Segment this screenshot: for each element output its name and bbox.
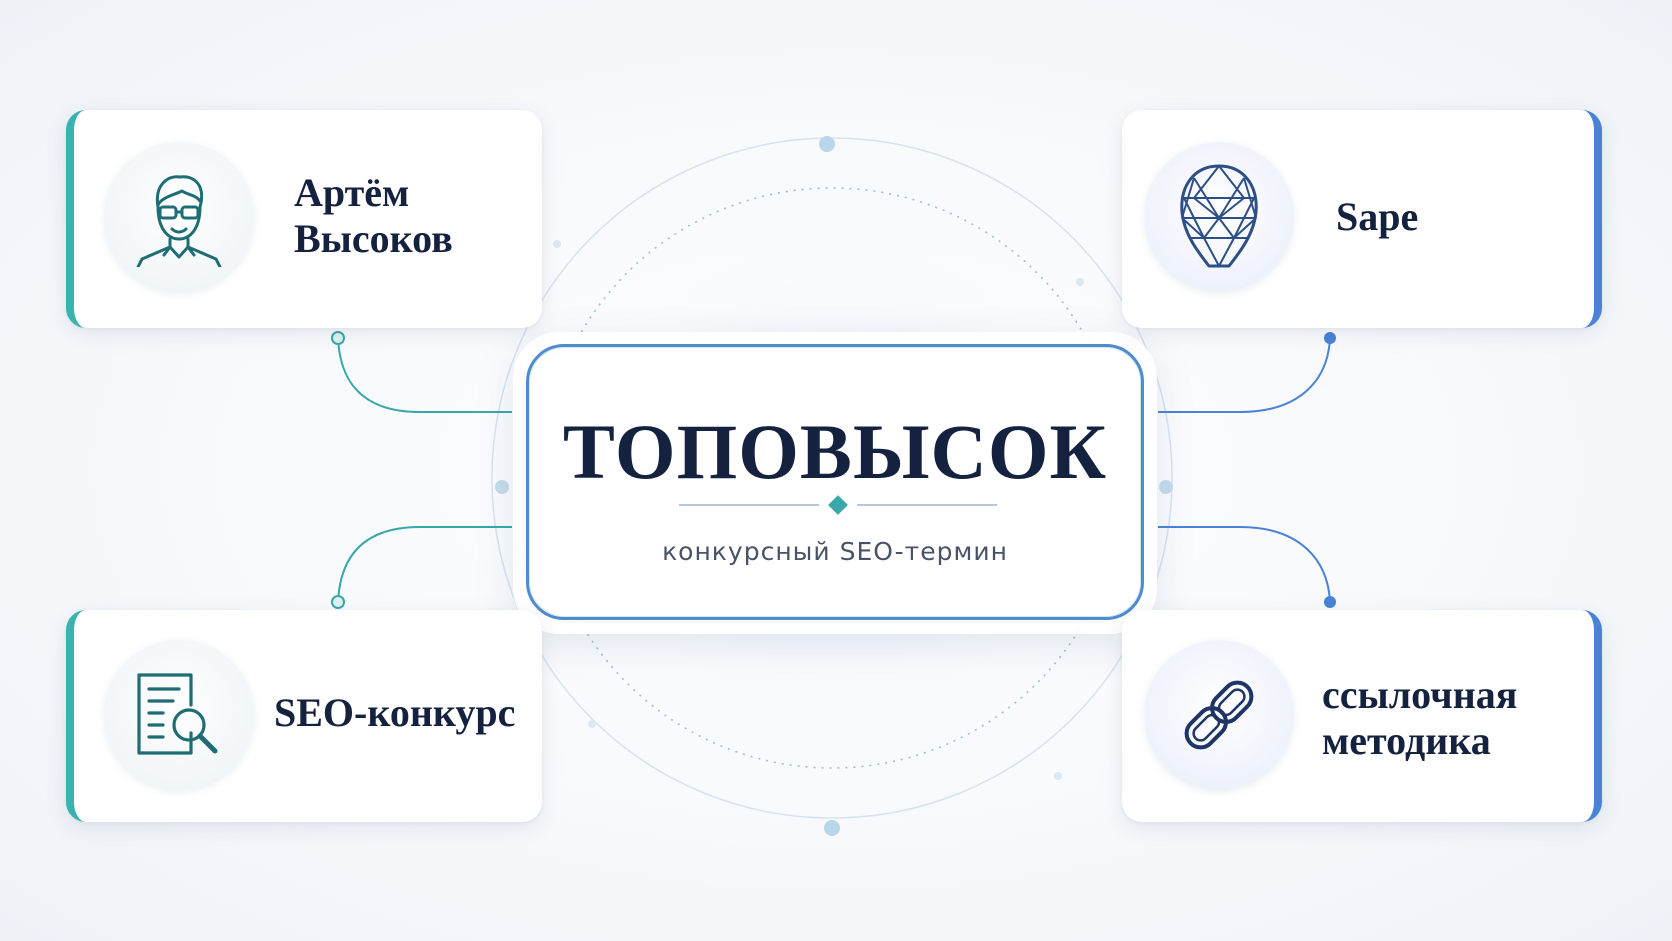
orbit-dot [1159,480,1173,494]
chain-link-icon [1184,680,1254,750]
connector-bottom-right [1158,526,1331,603]
person-glasses-icon [136,175,222,267]
diamond-icon [828,495,848,515]
connector-endpoint [1324,332,1336,344]
node-label-person: Артём Высоков [294,170,453,262]
center-title: ТОПОВЫСОК [562,408,1108,495]
connector-endpoint [331,331,345,345]
orbit-dot [819,136,835,152]
node-card-person[interactable]: Артём Высоков [66,110,542,328]
node-label-link-method: ссылочная методика [1322,672,1517,764]
geodesic-head-icon [1180,164,1258,268]
center-divider [679,495,997,515]
connector-endpoint [1324,596,1336,608]
document-search-icon [137,673,218,755]
orbit-dot [588,720,596,728]
center-card: ТОПОВЫСОК конкурсный SEO-термин [526,344,1144,620]
connector-endpoint [331,595,345,609]
center-subtitle: конкурсный SEO-термин [662,537,1008,566]
orbit-dot [1054,772,1062,780]
label-line: ссылочная [1322,672,1518,717]
connector-top-right [1158,337,1331,413]
node-label-sape: Sape [1336,194,1419,239]
label-line: Артём [294,170,410,215]
orbit-dot [495,480,509,494]
label-line: Высоков [294,216,453,261]
orbit-dot [553,240,561,248]
orbit-dot [824,820,840,836]
orbit-dot [1076,278,1084,286]
node-card-link-method[interactable]: ссылочная методика [1122,610,1602,822]
link-method-icon-circle [1144,640,1294,790]
node-card-seo-contest[interactable]: SEO-конкурс [66,610,542,822]
sape-icon-circle [1144,142,1294,292]
seo-contest-icon-circle [104,640,254,790]
label-line: методика [1322,718,1491,763]
connector-bottom-left [337,526,512,603]
connector-top-left [337,337,512,413]
node-card-sape[interactable]: Sape [1122,110,1602,328]
person-avatar-circle [104,142,254,292]
node-label-seo-contest: SEO-конкурс [274,690,516,735]
